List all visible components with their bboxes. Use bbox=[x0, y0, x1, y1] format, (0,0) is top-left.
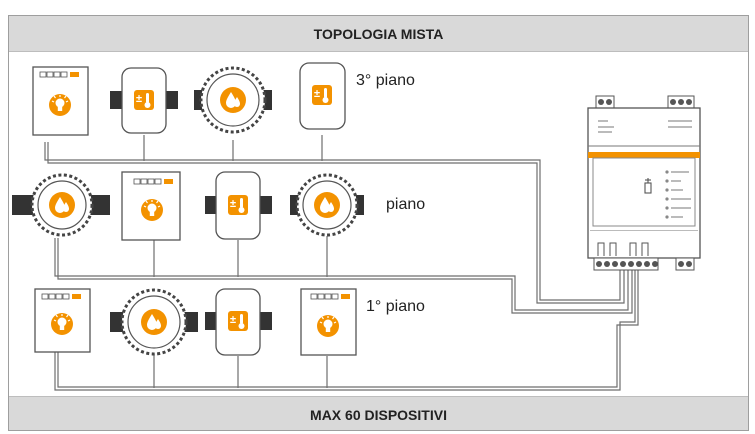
water-drop-icon bbox=[220, 87, 246, 113]
thermostat-device bbox=[205, 171, 272, 240]
diagram-title: TOPOLOGIA MISTA bbox=[9, 16, 748, 52]
floor-1-label: 1° piano bbox=[366, 298, 425, 315]
floor-2-label: piano bbox=[386, 196, 426, 213]
keypad-light-device bbox=[121, 171, 181, 241]
thermometer-icon bbox=[228, 311, 248, 331]
water-drop-icon bbox=[141, 309, 167, 335]
water-drop-icon bbox=[314, 192, 340, 218]
diagram-footer: MAX 60 DISPOSITIVI bbox=[9, 396, 748, 430]
controller-device bbox=[587, 95, 701, 271]
thermometer-icon bbox=[228, 195, 248, 215]
floor-3-label: 3° piano bbox=[356, 72, 415, 89]
thermostat-device bbox=[205, 288, 272, 356]
bulb-icon bbox=[316, 314, 340, 338]
thermostat-device bbox=[299, 62, 346, 130]
thermometer-icon bbox=[134, 90, 154, 110]
keypad-light-device bbox=[300, 288, 357, 356]
valve-actuator-device bbox=[12, 173, 110, 237]
bulb-icon bbox=[140, 198, 164, 222]
valve-actuator-device bbox=[290, 173, 364, 237]
bulb-icon bbox=[50, 312, 74, 336]
valve-actuator-device bbox=[110, 288, 198, 356]
keypad-light-device bbox=[32, 66, 89, 136]
thermometer-icon bbox=[312, 85, 332, 105]
water-drop-icon bbox=[49, 192, 75, 218]
bulb-icon bbox=[48, 93, 72, 117]
valve-actuator-device bbox=[194, 66, 272, 134]
keypad-light-device bbox=[34, 288, 91, 353]
usb-icon bbox=[644, 178, 652, 194]
thermostat-device bbox=[110, 67, 178, 134]
